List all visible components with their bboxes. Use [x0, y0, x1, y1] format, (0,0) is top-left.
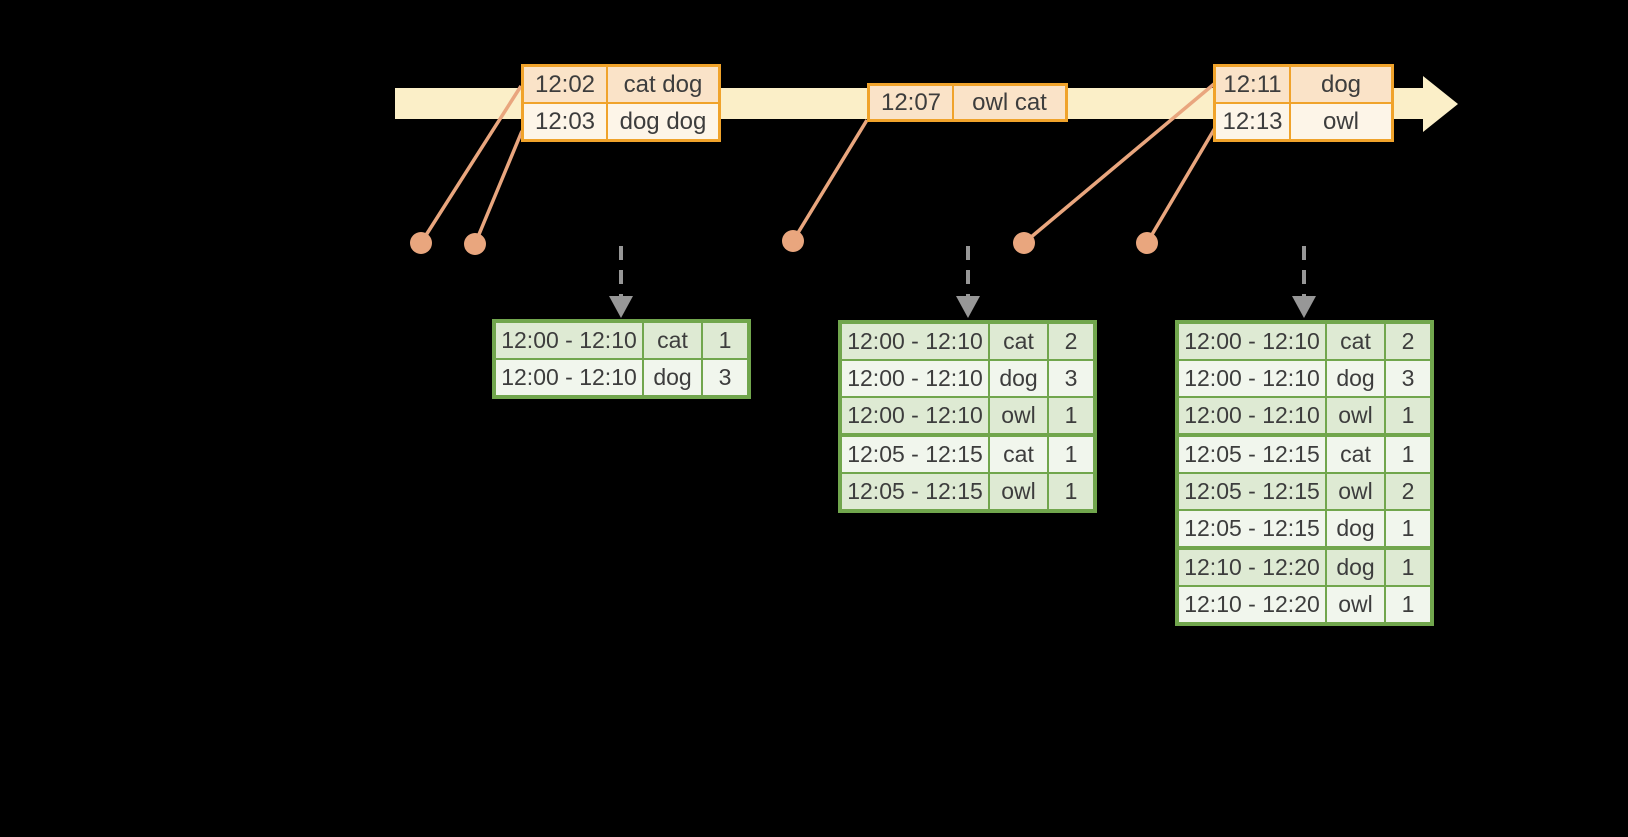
window-cell: 12:00 - 12:10	[496, 323, 644, 358]
window-emit-arrow	[956, 246, 980, 318]
event-connector-line	[473, 130, 524, 245]
key-cell: owl	[990, 474, 1049, 509]
count-cell: 1	[703, 323, 747, 358]
window-cell: 12:00 - 12:10	[842, 398, 990, 433]
key-cell: dog	[1327, 511, 1386, 546]
window-emit-arrow	[609, 246, 633, 318]
events-cell: owl	[1291, 104, 1391, 139]
events-cell: cat dog	[608, 67, 718, 102]
window-cell: 12:05 - 12:15	[1179, 437, 1327, 472]
event-dot	[1013, 232, 1035, 254]
count-cell: 1	[1049, 437, 1093, 472]
window-cell: 12:10 - 12:20	[1179, 550, 1327, 585]
event-connector-line	[1145, 127, 1217, 244]
time-cell: 12:11	[1216, 67, 1291, 102]
event-dot	[782, 230, 804, 252]
window-cell: 12:05 - 12:15	[842, 437, 990, 472]
key-cell: owl	[1327, 474, 1386, 509]
window-cell: 12:05 - 12:15	[842, 474, 990, 509]
time-cell: 12:03	[524, 104, 608, 139]
events-cell: owl cat	[954, 86, 1065, 119]
key-cell: cat	[644, 323, 703, 358]
count-cell: 1	[1049, 398, 1093, 433]
key-cell: owl	[990, 398, 1049, 433]
count-cell: 1	[1049, 474, 1093, 509]
window-cell: 12:00 - 12:10	[842, 324, 990, 359]
event-dot	[464, 233, 486, 255]
key-cell: cat	[1327, 324, 1386, 359]
events-cell: dog dog	[608, 104, 718, 139]
window-cell: 12:00 - 12:10	[1179, 398, 1327, 433]
time-cell: 12:07	[870, 86, 954, 119]
count-cell: 2	[1049, 324, 1093, 359]
count-cell: 1	[1386, 587, 1430, 622]
window-cell: 12:00 - 12:10	[1179, 361, 1327, 396]
window-cell: 12:10 - 12:20	[1179, 587, 1327, 622]
time-cell: 12:02	[524, 67, 608, 102]
key-cell: dog	[990, 361, 1049, 396]
count-cell: 1	[1386, 398, 1430, 433]
key-cell: dog	[1327, 550, 1386, 585]
window-emit-arrow	[1292, 246, 1316, 318]
event-dot	[1136, 232, 1158, 254]
key-cell: cat	[990, 324, 1049, 359]
key-cell: owl	[1327, 398, 1386, 433]
window-cell: 12:00 - 12:10	[496, 360, 644, 395]
key-cell: owl	[1327, 587, 1386, 622]
timeline-arrowhead-icon	[1423, 76, 1458, 132]
key-cell: cat	[990, 437, 1049, 472]
event-connector-line	[791, 119, 869, 242]
window-cell: 12:05 - 12:15	[1179, 474, 1327, 509]
time-cell: 12:13	[1216, 104, 1291, 139]
window-cell: 12:05 - 12:15	[1179, 511, 1327, 546]
count-cell: 3	[703, 360, 747, 395]
event-dots	[410, 230, 1158, 255]
key-cell: dog	[1327, 361, 1386, 396]
event-dot	[410, 232, 432, 254]
window-cell: 12:00 - 12:10	[842, 361, 990, 396]
count-cell: 3	[1049, 361, 1093, 396]
count-cell: 1	[1386, 550, 1430, 585]
key-cell: cat	[1327, 437, 1386, 472]
count-cell: 1	[1386, 437, 1430, 472]
count-cell: 3	[1386, 361, 1430, 396]
count-cell: 2	[1386, 474, 1430, 509]
key-cell: dog	[644, 360, 703, 395]
window-emit-arrows	[609, 246, 1316, 318]
count-cell: 2	[1386, 324, 1430, 359]
window-cell: 12:00 - 12:10	[1179, 324, 1327, 359]
count-cell: 1	[1386, 511, 1430, 546]
events-cell: dog	[1291, 67, 1391, 102]
